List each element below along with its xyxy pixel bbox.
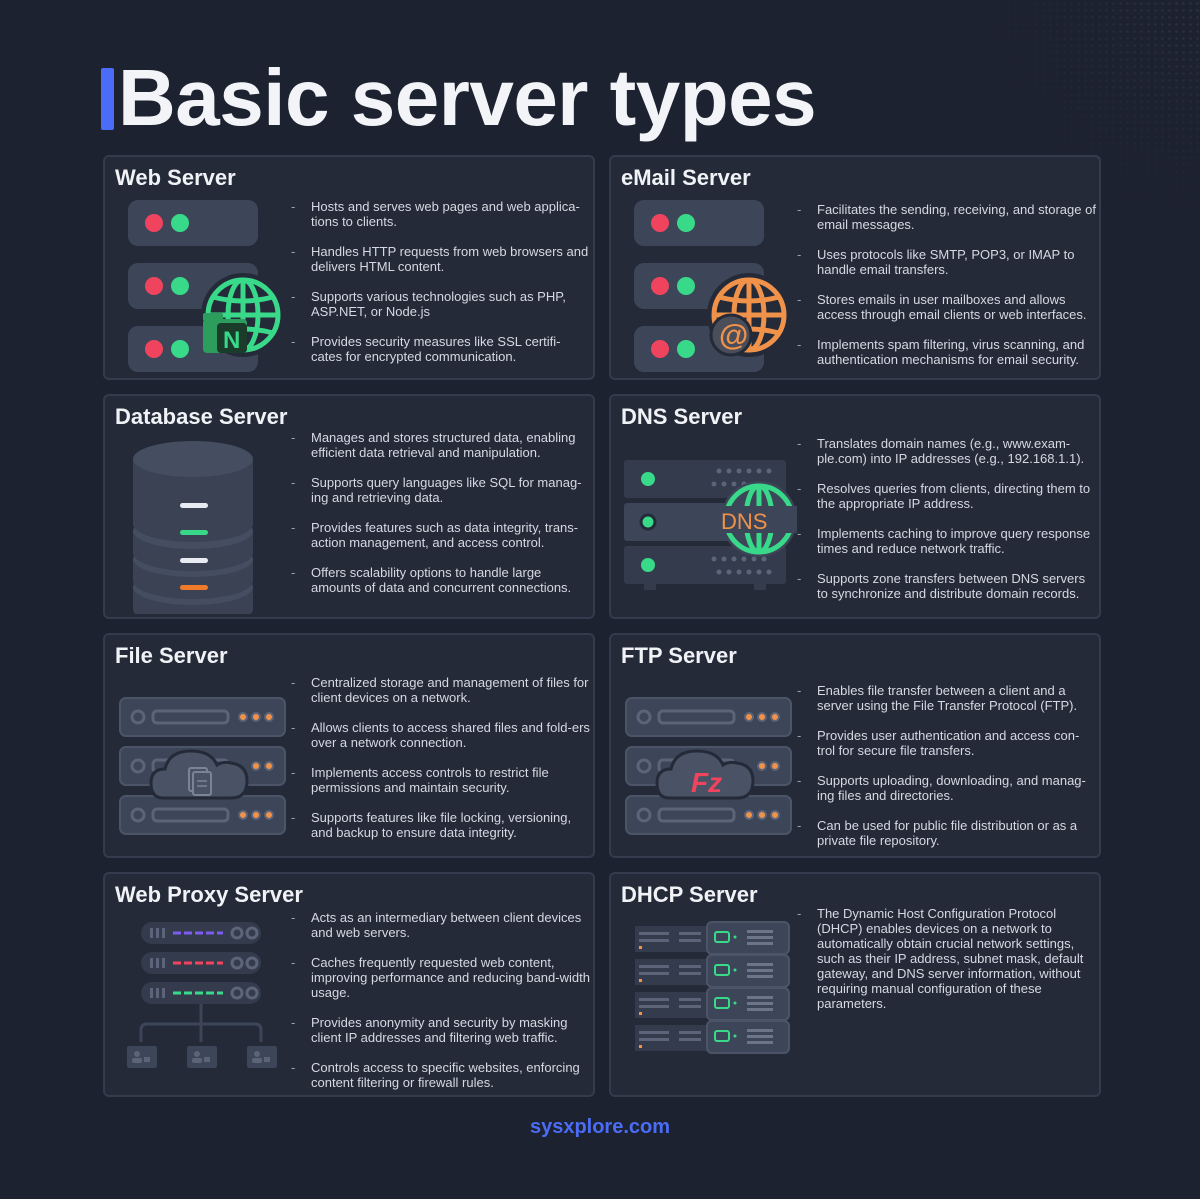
list-item: Implements spam filtering, virus scannin… [797, 337, 1097, 367]
list-item: Resolves queries from clients, directing… [797, 481, 1097, 511]
list-item: Facilitates the sending, receiving, and … [797, 202, 1097, 232]
email-server-icon: @ [634, 200, 791, 372]
list-item: Supports various technologies such as PH… [291, 289, 591, 319]
ftp-server-filezilla-icon: Fz [625, 697, 792, 835]
feature-list: Enables file transfer between a client a… [797, 683, 1097, 856]
feature-list: Centralized storage and management of fi… [291, 675, 591, 855]
card-web-proxy-server: Web Proxy Server [103, 872, 595, 1097]
title-accent-bar [101, 68, 114, 130]
list-item: Supports query languages like SQL for ma… [291, 475, 591, 505]
card-title: FTP Server [621, 643, 737, 668]
file-server-cloud-icon [119, 697, 286, 835]
list-item: Provides security measures like SSL cert… [291, 334, 591, 364]
list-item: Enables file transfer between a client a… [797, 683, 1097, 713]
card-web-server: Web Server N Hosts and serves web pages … [103, 155, 595, 380]
card-database-server: Database Server Manages and stores struc… [103, 394, 595, 619]
web-server-globe-icon: N [128, 200, 285, 372]
list-item: The Dynamic Host Configuration Protocol … [797, 906, 1097, 1011]
list-item: Translates domain names (e.g., www.exam-… [797, 436, 1097, 466]
list-item: Supports uploading, downloading, and man… [797, 773, 1097, 803]
list-item: Supports features like file locking, ver… [291, 810, 591, 840]
list-item: Stores emails in user mailboxes and allo… [797, 292, 1097, 322]
card-dns-server: DNS Server DNS Translates domain names (… [609, 394, 1101, 619]
svg-text:N: N [223, 327, 240, 354]
svg-text:@: @ [719, 319, 748, 352]
feature-list: Manages and stores structured data, enab… [291, 430, 591, 610]
list-item: Can be used for public file distribution… [797, 818, 1097, 848]
dhcp-server-rack-icon [635, 921, 790, 1054]
footer-site-link[interactable]: sysxplore.com [529, 1116, 671, 1138]
list-item: Hosts and serves web pages and web appli… [291, 199, 591, 229]
card-title: File Server [115, 643, 228, 668]
feature-list: Acts as an intermediary between client d… [291, 910, 591, 1095]
list-item: Acts as an intermediary between client d… [291, 910, 591, 940]
card-title: DHCP Server [621, 882, 758, 907]
proxy-server-icon [127, 922, 277, 1068]
dns-badge-label: DNS [721, 509, 767, 534]
list-item: Allows clients to access shared files an… [291, 720, 591, 750]
list-item: Supports zone transfers between DNS serv… [797, 571, 1097, 601]
card-title: eMail Server [621, 165, 751, 190]
list-item: Provides user authentication and access … [797, 728, 1097, 758]
feature-list: Translates domain names (e.g., www.exam-… [797, 436, 1097, 616]
list-item: Centralized storage and management of fi… [291, 675, 591, 705]
dns-server-icon: DNS [624, 460, 797, 590]
card-title: DNS Server [621, 404, 743, 429]
feature-list: Hosts and serves web pages and web appli… [291, 199, 591, 378]
list-item: Uses protocols like SMTP, POP3, or IMAP … [797, 247, 1097, 277]
card-title: Web Server [115, 165, 236, 190]
feature-list: The Dynamic Host Configuration Protocol … [797, 906, 1097, 1026]
feature-list: Facilitates the sending, receiving, and … [797, 202, 1097, 378]
card-dhcp-server: DHCP Server [609, 872, 1101, 1097]
page-title: Basic server types [118, 53, 817, 142]
card-file-server: File Server Centralized storage and mana… [103, 633, 595, 858]
list-item: Offers scalability options to handle lar… [291, 565, 591, 595]
card-ftp-server: FTP Server Fz Enables file transfer betw… [609, 633, 1101, 858]
svg-text:Fz: Fz [691, 767, 722, 798]
list-item: Handles HTTP requests from web browsers … [291, 244, 591, 274]
list-item: Implements access controls to restrict f… [291, 765, 591, 795]
list-item: Implements caching to improve query resp… [797, 526, 1097, 556]
list-item: Controls access to specific websites, en… [291, 1060, 591, 1090]
list-item: Manages and stores structured data, enab… [291, 430, 591, 460]
card-email-server: eMail Server @ Facilitates the sending, … [609, 155, 1101, 380]
list-item: Caches frequently requested web content,… [291, 955, 591, 1000]
database-icon [133, 441, 253, 614]
card-title: Database Server [115, 404, 288, 429]
card-title: Web Proxy Server [115, 882, 303, 907]
list-item: Provides anonymity and security by maski… [291, 1015, 591, 1045]
list-item: Provides features such as data integrity… [291, 520, 591, 550]
